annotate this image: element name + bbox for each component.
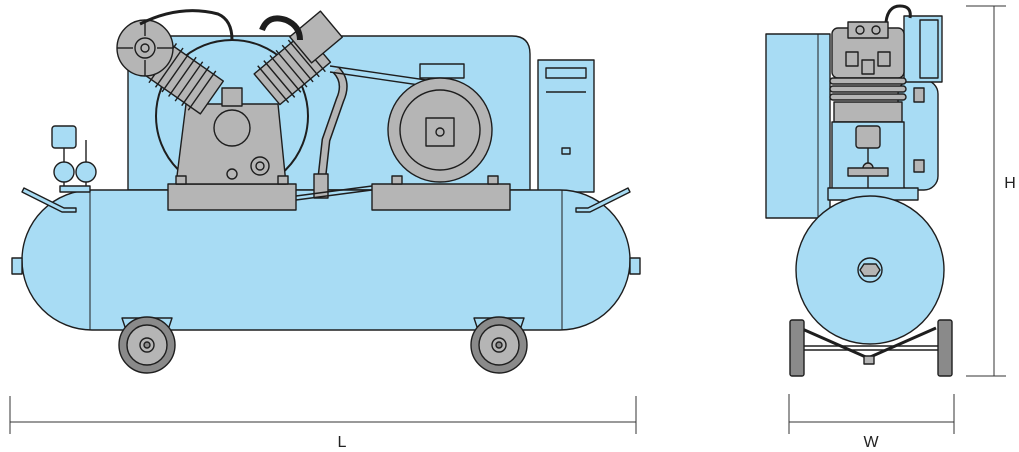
height-label: H: [1004, 175, 1016, 192]
air-tank: [21, 189, 631, 331]
belt-bottom: [295, 185, 373, 197]
pump-unit: [167, 87, 297, 211]
height-dimension: [966, 5, 1006, 377]
width-dimension: [788, 394, 955, 434]
pipe-top: [139, 9, 234, 41]
tank-plug-right: [629, 257, 641, 275]
wheel-left: [118, 316, 176, 374]
handle-right: [575, 187, 631, 213]
side-view: [11, 9, 641, 374]
length-dimension: [9, 396, 637, 434]
length-label: L: [338, 434, 347, 451]
front-fins: [829, 77, 907, 123]
pressure-gauges: [51, 125, 97, 193]
belt-top: [329, 65, 441, 83]
handle-left: [21, 187, 77, 213]
wheel-right: [470, 316, 528, 374]
front-view: [765, 4, 953, 377]
cylinder-head-left: [116, 19, 174, 77]
front-wheel-left: [789, 319, 805, 377]
tank-plug-left: [11, 257, 23, 275]
front-shroud: [765, 33, 831, 219]
front-pump-head: [831, 4, 912, 79]
cylinder-head-right: [289, 10, 343, 64]
control-box: [537, 59, 595, 193]
pipe-right-top: [259, 15, 303, 41]
front-wheel-right: [937, 319, 953, 377]
electric-motor: [371, 63, 511, 211]
width-label: W: [863, 434, 879, 451]
check-valve: [313, 173, 329, 199]
